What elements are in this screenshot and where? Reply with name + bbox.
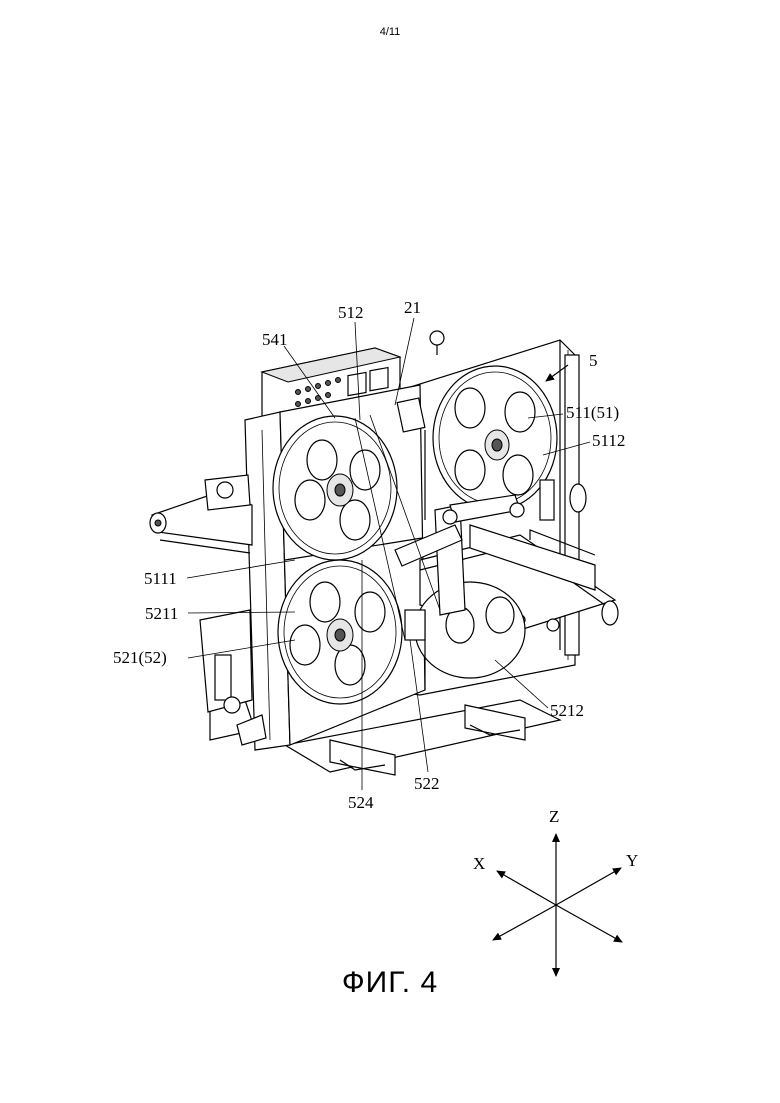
label-21: 21 bbox=[404, 298, 421, 317]
figure-caption: ФИГ. 4 bbox=[0, 966, 780, 1000]
label-522: 522 bbox=[414, 774, 440, 793]
axis-label-y: Y bbox=[626, 851, 638, 870]
label-5112: 5112 bbox=[592, 431, 625, 450]
label-541: 541 bbox=[262, 330, 288, 349]
label-521: 521(52) bbox=[113, 648, 167, 667]
wheel-5212 bbox=[415, 582, 525, 678]
label-5: 5 bbox=[589, 351, 598, 370]
axis-triad: Z X Y bbox=[473, 807, 638, 976]
label-511: 511(51) bbox=[566, 403, 619, 422]
label-5111: 5111 bbox=[144, 569, 177, 588]
label-5212: 5212 bbox=[550, 701, 584, 720]
label-524: 524 bbox=[348, 793, 374, 812]
axis-label-z: Z bbox=[549, 807, 559, 826]
wheel-5112 bbox=[433, 366, 557, 510]
label-5211: 5211 bbox=[145, 604, 178, 623]
label-512: 512 bbox=[338, 303, 364, 322]
axis-label-x: X bbox=[473, 854, 485, 873]
wheel-5211 bbox=[278, 560, 402, 704]
left-conveyor bbox=[150, 475, 252, 553]
